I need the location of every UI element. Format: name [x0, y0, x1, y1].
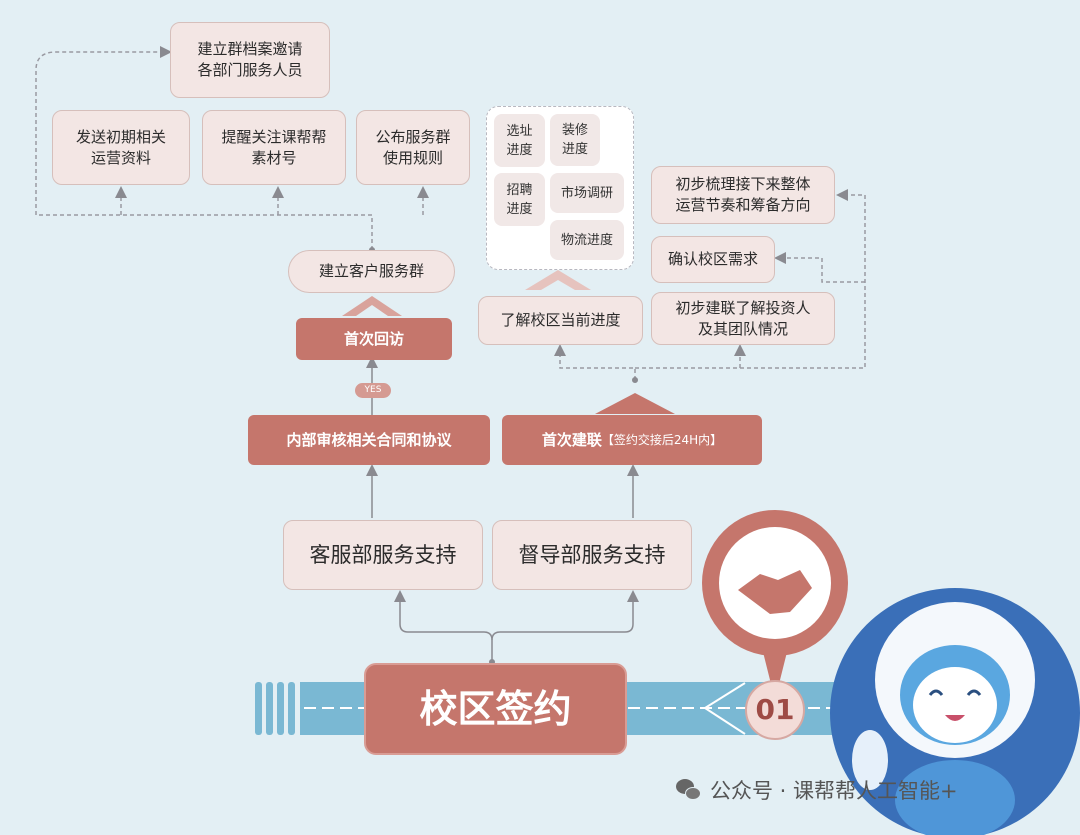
supervision-support-box: 督导部服务支持	[492, 520, 692, 590]
cs-support-box: 客服部服务支持	[283, 520, 483, 590]
up-chevron-icon	[342, 270, 675, 414]
logistics-progress: 物流进度	[550, 220, 624, 260]
recruit-progress: 招聘 进度	[494, 173, 545, 226]
plan-box: 初步梳理接下来整体 运营节奏和筹备方向	[651, 166, 835, 224]
market-research: 市场调研	[550, 173, 624, 213]
watermark: 公众号 · 课帮帮人工智能+	[676, 775, 958, 805]
investor-box: 初步建联了解投资人 及其团队情况	[651, 292, 835, 345]
wechat-icon	[676, 779, 702, 801]
step-number: 01	[755, 693, 795, 726]
confirm-needs-box: 确认校区需求	[651, 236, 775, 283]
site-progress: 选址 进度	[494, 114, 545, 167]
first-revisit-box: 首次回访	[296, 318, 452, 360]
understand-progress-box: 了解校区当前进度	[478, 296, 643, 345]
decor-progress: 装修 进度	[550, 114, 600, 166]
signing-box: 校区签约	[364, 663, 627, 755]
publish-rules-box: 公布服务群 使用规则	[356, 110, 470, 185]
first-contact-label: 首次建联	[541, 430, 602, 449]
robot-avatar	[830, 588, 1080, 835]
first-contact-note: 【签约交接后24H内】	[601, 432, 723, 447]
progress-panel: 选址 进度 装修 进度 招聘 进度 市场调研 物流进度	[486, 106, 634, 270]
watermark-text: 公众号 · 课帮帮人工智能+	[710, 779, 958, 803]
group-archive-box: 建立群档案邀请 各部门服务人员	[170, 22, 330, 98]
yes-badge: YES	[355, 383, 391, 398]
handshake-icon	[738, 570, 812, 614]
customer-group-box: 建立客户服务群	[288, 250, 455, 293]
send-materials-box: 发送初期相关 运营资料	[52, 110, 190, 185]
internal-review-box: 内部审核相关合同和协议	[248, 415, 490, 465]
follow-account-box: 提醒关注课帮帮 素材号	[202, 110, 346, 185]
first-contact-box: 首次建联 【签约交接后24H内】	[502, 415, 762, 465]
